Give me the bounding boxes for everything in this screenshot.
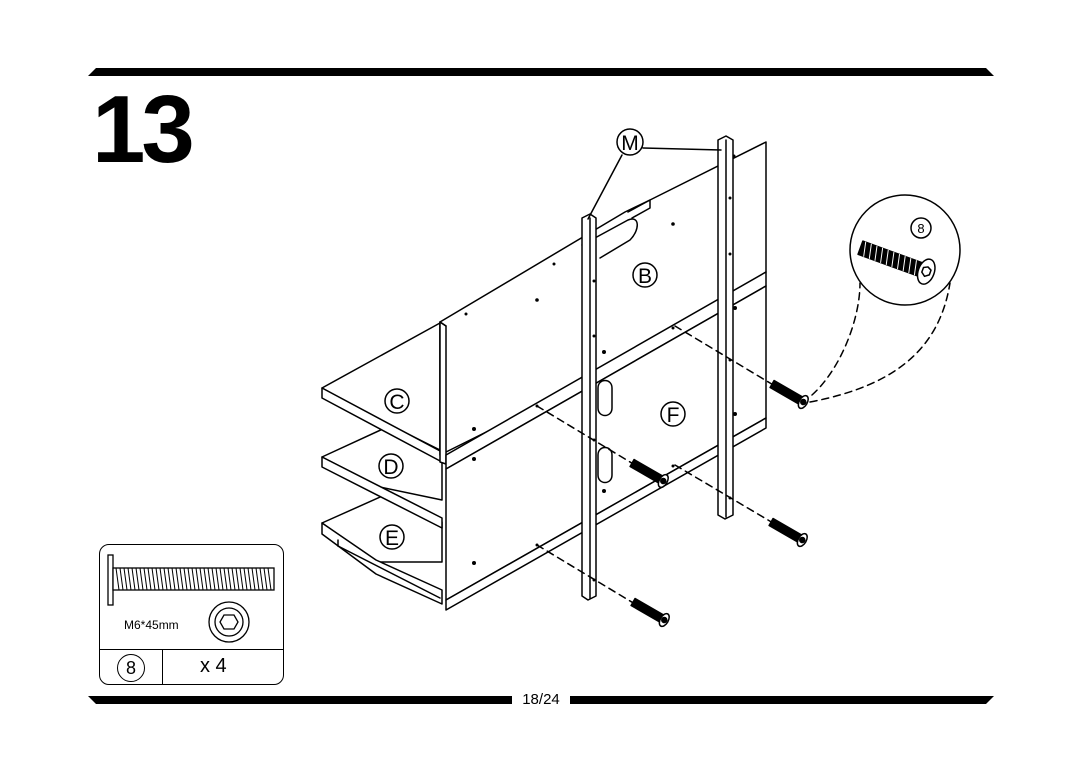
svg-text:B: B: [638, 265, 652, 288]
bolt-icon: [629, 379, 809, 628]
bolt-icon: [107, 554, 275, 643]
svg-text:F: F: [667, 404, 680, 427]
part-quantity: x 4: [200, 655, 227, 677]
top-rule: [88, 68, 994, 76]
callout-m-leaders: [587, 147, 722, 220]
callout-m: M: [616, 128, 644, 156]
callout-b: B: [632, 262, 658, 288]
callout-d: D: [378, 453, 404, 479]
rail-right: [717, 135, 734, 520]
shelf-c: [321, 322, 443, 463]
callout-e: E: [379, 524, 405, 550]
hardware-parts-box: M6*45mm 8 x 4: [99, 544, 284, 685]
svg-text:C: C: [389, 391, 404, 414]
part-callouts: M B C D E F: [378, 128, 686, 550]
parts-box-divider: [162, 649, 163, 684]
bolt-spec: M6*45mm: [124, 618, 179, 632]
panel-f: [445, 285, 767, 611]
zoom-part-label: 8: [917, 221, 924, 236]
part-id-badge: 8: [117, 654, 145, 682]
svg-text:D: D: [383, 456, 398, 479]
hex-socket-icon: [208, 601, 250, 643]
screw-zoom-bubble: 8: [849, 194, 961, 306]
svg-text:E: E: [385, 527, 399, 550]
step-number: 13: [92, 76, 195, 183]
callout-f: F: [660, 401, 686, 427]
svg-text:M: M: [621, 132, 639, 155]
parts-box-divider: [100, 649, 283, 650]
page-number: 18/24: [512, 690, 570, 710]
rail-left: [581, 213, 597, 601]
callout-c: C: [384, 388, 410, 414]
